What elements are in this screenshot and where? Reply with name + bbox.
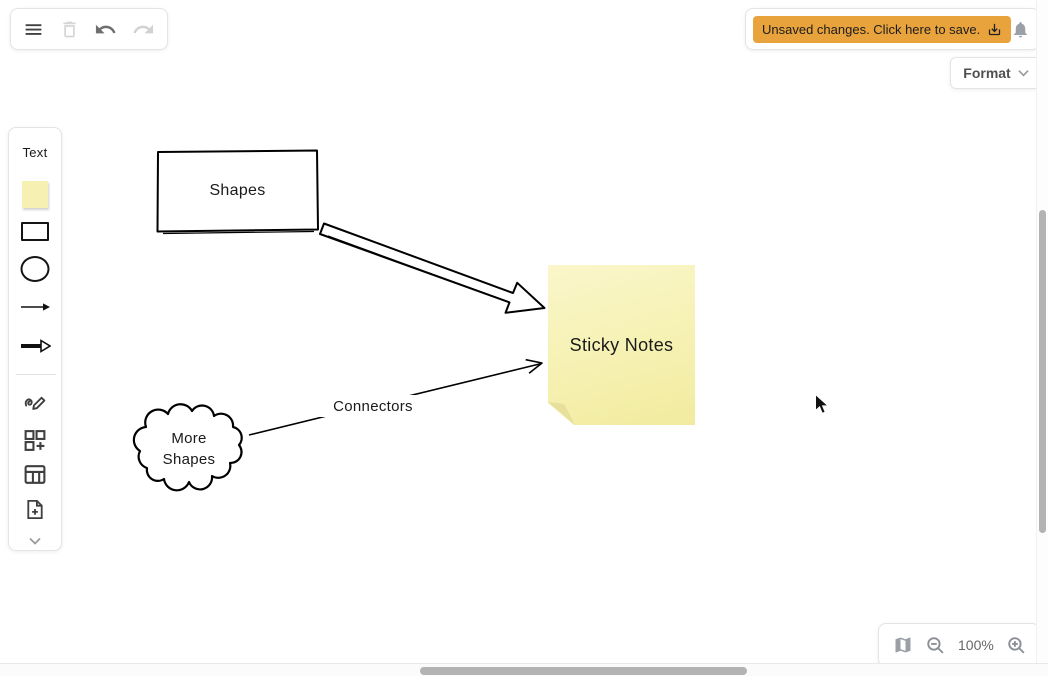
redo-button[interactable] <box>132 18 155 41</box>
sticky-note-label[interactable]: Sticky Notes <box>569 334 674 355</box>
unsaved-changes-text: Unsaved changes. Click here to save. <box>762 21 981 37</box>
connector-label[interactable]: Connectors <box>317 395 429 417</box>
sidebar-item-thin-arrow[interactable] <box>19 300 51 319</box>
horizontal-scrollbar-thumb[interactable] <box>420 667 747 675</box>
menu-button[interactable] <box>23 19 44 40</box>
sidebar-item-bold-arrow[interactable] <box>19 338 52 359</box>
cloud-shape[interactable] <box>132 403 243 492</box>
sidebar-item-freehand[interactable] <box>23 391 48 421</box>
main-toolbar <box>10 8 168 50</box>
minimap-icon <box>895 637 911 653</box>
bell-icon <box>1014 21 1028 37</box>
unsaved-changes-button[interactable]: Unsaved changes. Click here to save. <box>753 15 1012 43</box>
undo-button[interactable] <box>94 18 117 41</box>
shape-palette-sidebar: Text <box>8 127 62 551</box>
save-banner-card: Unsaved changes. Click here to save. <box>745 8 1040 50</box>
sidebar-divider <box>16 374 56 375</box>
outline-button[interactable] <box>893 635 913 655</box>
insert-shape-icon <box>24 430 46 451</box>
bold-arrow-icon <box>21 339 52 353</box>
sidebar-item-rectangle[interactable] <box>21 222 49 241</box>
freehand-pen-icon <box>24 396 46 410</box>
big-block-arrow[interactable] <box>319 222 546 314</box>
shapes-rectangle[interactable] <box>156 149 319 235</box>
redo-icon <box>133 24 154 33</box>
zoom-in-icon <box>1008 636 1025 654</box>
zoom-out-icon <box>927 636 944 654</box>
hamburger-menu-icon <box>25 23 42 35</box>
sidebar-item-sticky-note[interactable] <box>22 181 48 208</box>
sidebar-item-ellipse[interactable] <box>20 256 50 282</box>
shapes-box-label[interactable]: Shapes <box>209 181 266 199</box>
trash-icon <box>63 21 76 37</box>
chevron-down-icon <box>1018 70 1029 77</box>
thin-arrow-icon <box>21 303 50 311</box>
delete-button[interactable] <box>59 19 80 40</box>
sidebar-item-insert-shape[interactable] <box>23 428 48 458</box>
sidebar-expand-button[interactable] <box>28 532 42 550</box>
format-label: Format <box>963 65 1011 81</box>
chevron-down-icon <box>29 537 41 545</box>
table-icon <box>24 465 46 484</box>
vertical-scrollbar-thumb[interactable] <box>1039 210 1046 533</box>
notifications-button[interactable] <box>1011 20 1030 39</box>
sidebar-item-insert-table[interactable] <box>23 462 48 492</box>
zoom-level[interactable]: 100% <box>958 637 994 653</box>
document-plus-icon <box>27 499 43 520</box>
download-icon <box>989 23 1001 35</box>
sidebar-item-text[interactable]: Text <box>22 145 48 160</box>
zoom-in-button[interactable] <box>1007 636 1026 655</box>
zoom-out-button[interactable] <box>926 636 945 655</box>
sidebar-item-insert-template[interactable] <box>24 498 47 526</box>
zoom-toolbar: 100% <box>878 623 1040 667</box>
undo-icon <box>96 24 116 33</box>
format-panel-toggle[interactable]: Format <box>950 57 1042 89</box>
cloud-label[interactable]: More Shapes <box>162 430 216 468</box>
